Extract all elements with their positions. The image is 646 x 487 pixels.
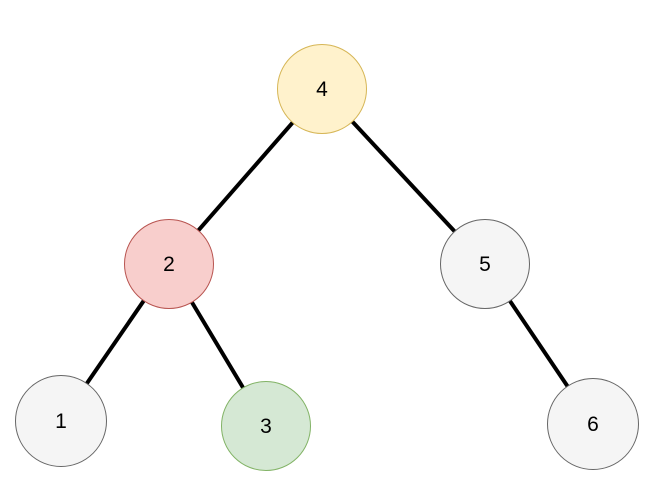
tree-node-label: 1 [55, 409, 67, 433]
tree-node-label: 3 [260, 414, 272, 438]
tree-node-label: 4 [316, 77, 328, 101]
tree-node-1[interactable]: 1 [15, 375, 107, 467]
tree-node-4[interactable]: 4 [277, 44, 367, 134]
tree-node-label: 2 [163, 252, 175, 276]
tree-node-6[interactable]: 6 [547, 378, 639, 470]
tree-node-label: 6 [587, 412, 599, 436]
tree-node-5[interactable]: 5 [440, 219, 530, 309]
tree-node-2[interactable]: 2 [124, 219, 214, 309]
tree-node-3[interactable]: 3 [221, 381, 311, 471]
tree-node-label: 5 [479, 252, 491, 276]
